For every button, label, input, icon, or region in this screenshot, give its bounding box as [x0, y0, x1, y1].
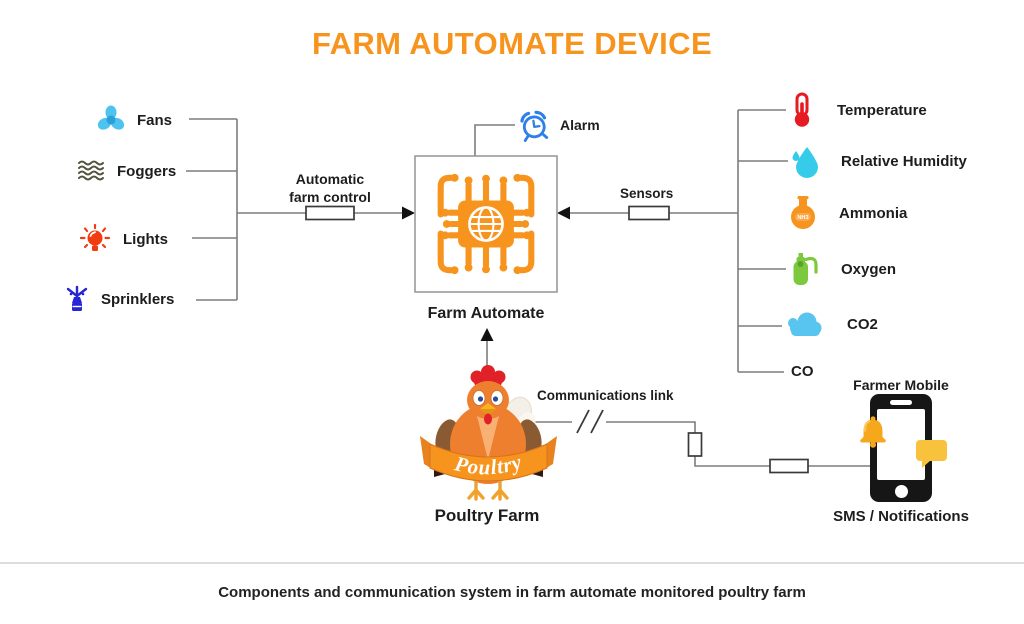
flask-badge: NH3: [797, 215, 808, 221]
sensor-row-oxygen: Oxygen: [789, 251, 896, 287]
cloud-icon: [788, 312, 822, 336]
page-title: FARM AUTOMATE DEVICE: [311, 26, 713, 61]
device-label: Farm Automate: [427, 305, 545, 322]
poultry-farm-label: Poultry Farm: [434, 506, 540, 525]
alarm-label: Alarm: [560, 117, 600, 133]
water-drop-icon: [792, 147, 818, 178]
farmer-mobile-label: Farmer Mobile: [853, 377, 949, 393]
alarm-link-line: [474, 124, 515, 156]
phone-speaker: [890, 400, 912, 405]
oxygen-tank-icon: [793, 253, 818, 285]
control-resistor-box: [305, 205, 355, 221]
actuator-label: Foggers: [117, 162, 177, 180]
break-symbol: [576, 409, 604, 434]
sensor-label: Oxygen: [841, 260, 897, 278]
sms-notifications-label: SMS / Notifications: [833, 508, 969, 525]
comm-resistor-box-vertical: [687, 432, 703, 457]
arrowhead-into-device-left: [402, 206, 415, 220]
poultry-ribbon: Poultry: [420, 436, 557, 482]
thermometer-icon: [794, 92, 810, 127]
actuator-row-sprinklers: Sprinklers: [64, 284, 174, 314]
poultry-logo: Poultry: [420, 365, 557, 501]
fogger-icon: [78, 160, 104, 181]
divider-line: [0, 562, 1024, 564]
sensor-label: CO2: [847, 316, 878, 333]
sensor-row-co2: CO2: [785, 311, 878, 338]
alarm-clock-icon: [520, 110, 549, 142]
control-link-label: Automatic farm control: [289, 171, 371, 205]
actuator-label: Lights: [123, 230, 168, 248]
sensor-row-temperature: Temperature: [789, 92, 927, 128]
smartphone-icon: [860, 394, 947, 502]
comm-link-line-right: [606, 421, 870, 467]
actuator-label: Sprinklers: [101, 290, 175, 308]
notification-bell-icon: [860, 416, 886, 448]
alarm-node: Alarm: [517, 108, 600, 142]
sms-bubble-icon: [916, 440, 947, 468]
flask-icon: NH3: [791, 196, 815, 229]
sensor-row-humidity: Relative Humidity: [791, 144, 967, 178]
sensor-label: Relative Humidity: [841, 152, 967, 170]
fan-icon: [97, 105, 125, 130]
sensor-row-co: CO: [791, 363, 814, 380]
comm-link-label: Communications link: [537, 388, 674, 403]
actuator-row-foggers: Foggers: [76, 158, 176, 184]
comm-resistor-box-horizontal: [769, 458, 809, 474]
sensor-label: CO: [791, 363, 814, 380]
sensors-link-label: Sensors: [620, 186, 674, 201]
arrowhead-into-device-right: [557, 206, 570, 220]
globe-icon: [468, 206, 504, 242]
sensor-label: Ammonia: [839, 204, 908, 222]
sensor-row-ammonia: NH3 Ammonia: [789, 196, 907, 230]
arrowhead-up-to-device: [480, 328, 494, 341]
phone-home-button: [894, 485, 908, 498]
actuator-row-lights: Lights: [80, 224, 168, 254]
actuator-label: Fans: [137, 111, 173, 129]
light-icon: [80, 224, 111, 251]
sprinkler-icon: [66, 285, 88, 311]
farm-automate-chip-icon: [437, 173, 535, 275]
actuator-row-fans: Fans: [96, 105, 172, 135]
sensor-label: Temperature: [837, 101, 927, 119]
caption-text: Components and communication system in f…: [218, 584, 806, 601]
sensors-resistor-box: [628, 205, 670, 221]
